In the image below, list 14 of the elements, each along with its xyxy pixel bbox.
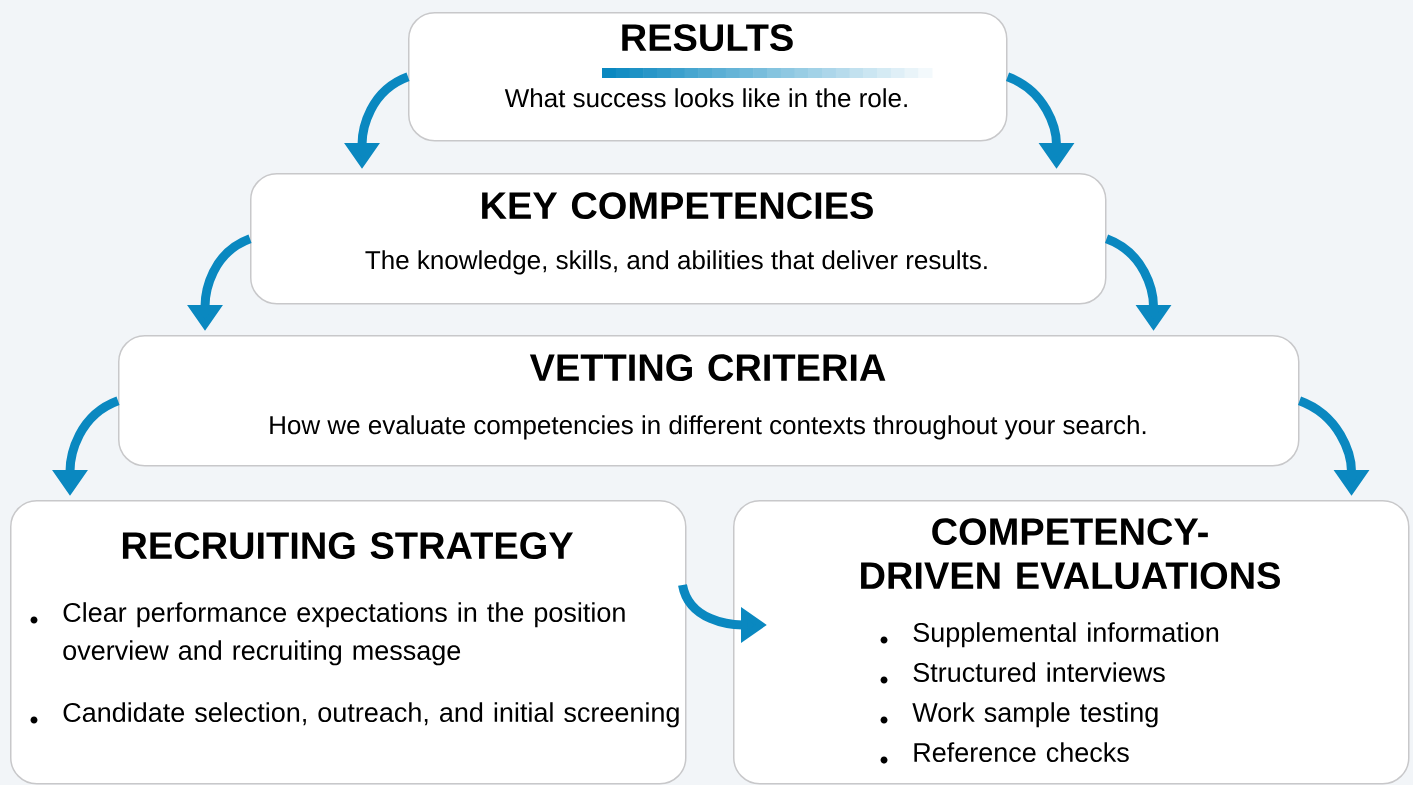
description: What success looks like in the role. [504, 88, 907, 108]
bullet-item: Work sample testing [880, 702, 1158, 728]
bullet-item: Reference checks [880, 742, 1129, 764]
bullet-item: Structured interviews [880, 662, 1165, 684]
heading: RESULTS [622, 24, 793, 52]
heading: RECRUITING STRATEGY [122, 532, 573, 560]
heading: COMPETENCY-DRIVEN EVALUATIONS [861, 518, 1280, 590]
description: The knowledge, skills, and abilities that deliver results. [365, 250, 987, 275]
bullet-item: Clear performance expectations in the position overview and recruiting message [30, 602, 625, 666]
description: How we evaluate competencies in different contexts throughout your search. [270, 415, 1146, 440]
bullet-item: Candidate selection, outreach, and initial screening [30, 702, 679, 728]
heading: KEY COMPETENCIES [482, 192, 873, 220]
heading: VETTING CRITERIA [529, 354, 886, 382]
bullet-item: Supplemental information [880, 622, 1219, 648]
